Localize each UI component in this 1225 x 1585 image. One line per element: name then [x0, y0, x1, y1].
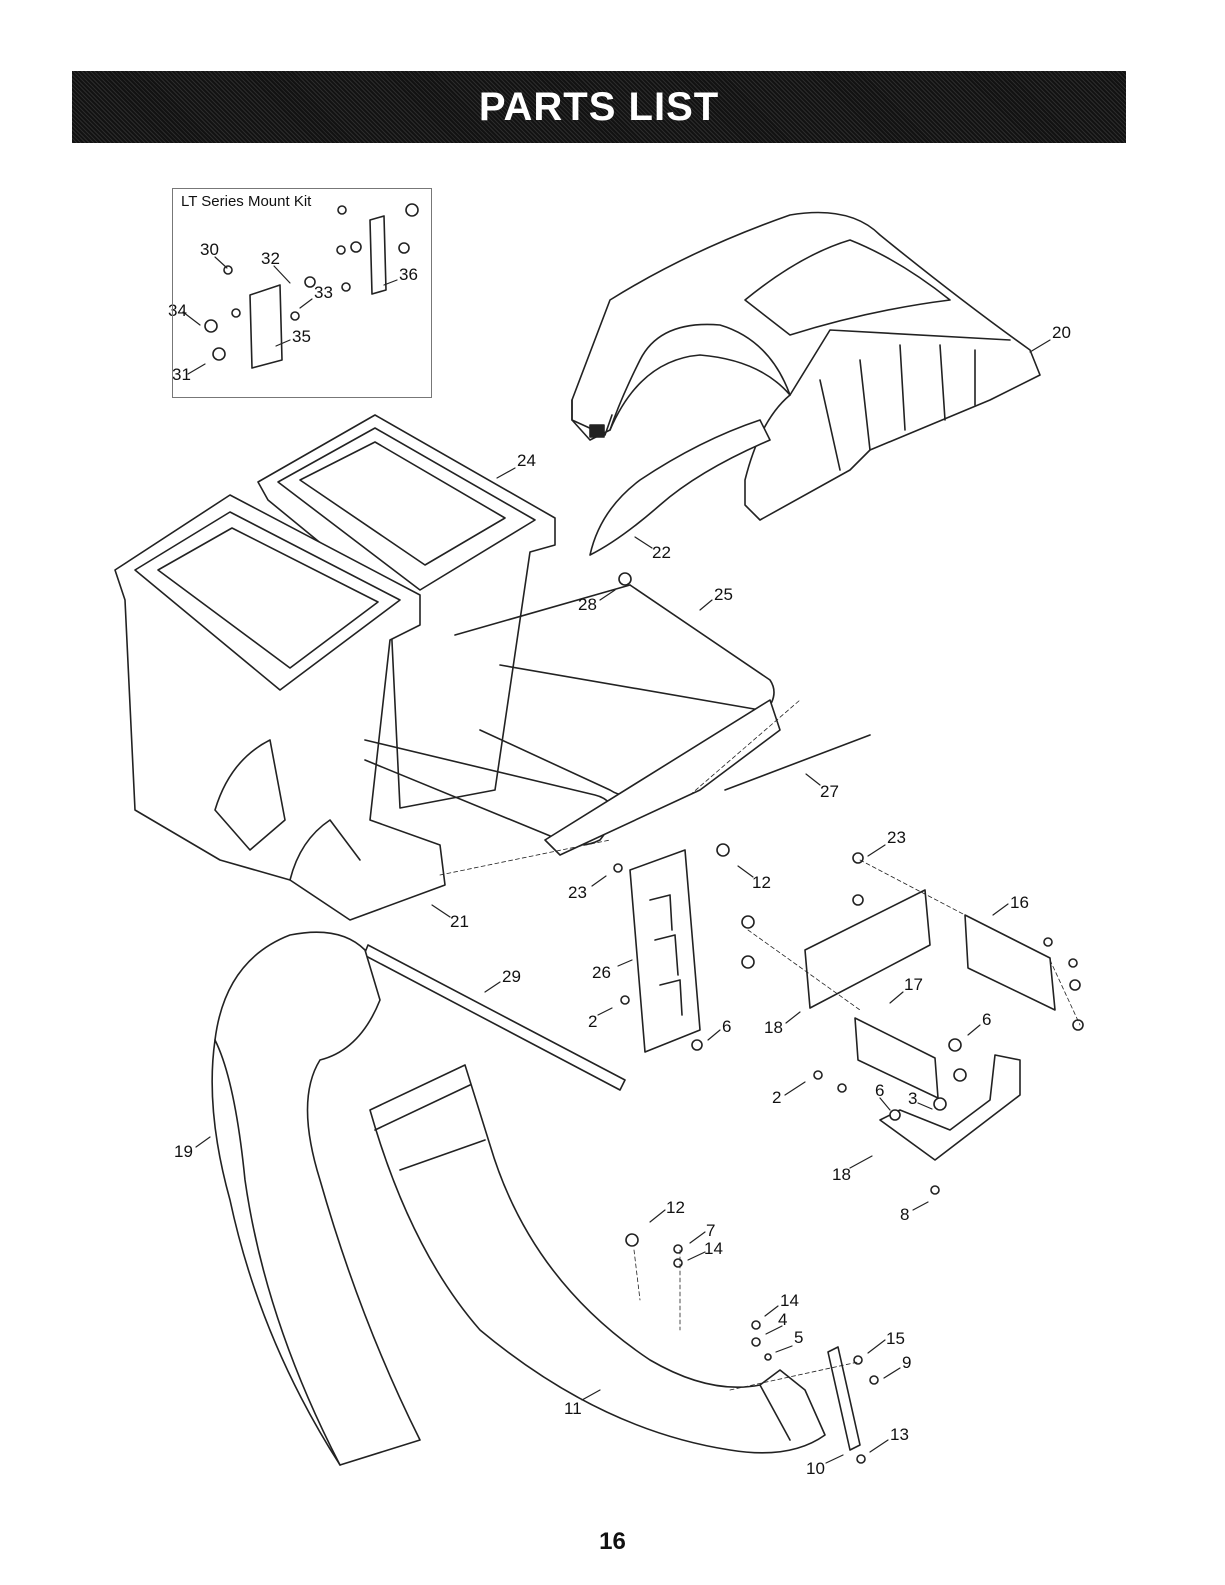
bracket-16-part — [965, 915, 1055, 1010]
callout-27: 27 — [820, 782, 839, 801]
callout-22: 22 — [652, 543, 671, 562]
chute-19-part — [212, 932, 420, 1465]
callout-6-right: 6 — [982, 1010, 991, 1029]
callout-14-top: 14 — [704, 1239, 723, 1258]
callout-26: 26 — [592, 963, 611, 982]
bag-cover-part — [572, 213, 1040, 521]
mount-kit-title: LT Series Mount Kit — [181, 193, 311, 210]
callout-12-top: 12 — [752, 873, 771, 892]
long-rod-part — [364, 945, 625, 1090]
callout-7: 7 — [706, 1221, 715, 1240]
callout-6-bottom: 6 — [875, 1081, 884, 1100]
bracket-17-part — [855, 1018, 938, 1098]
mount-kit-inset: LT Series Mount Kit — [172, 188, 432, 398]
chute-11-part — [370, 1065, 825, 1453]
callout-6-left: 6 — [722, 1017, 731, 1036]
callout-28: 28 — [578, 595, 597, 614]
callout-5: 5 — [794, 1328, 803, 1347]
callout-8: 8 — [900, 1205, 909, 1224]
callout-15: 15 — [886, 1329, 905, 1348]
callout-18-top: 18 — [764, 1018, 783, 1037]
callout-16: 16 — [1010, 893, 1029, 912]
callout-20: 20 — [1052, 323, 1071, 342]
callout-17: 17 — [904, 975, 923, 994]
callout-23-left: 23 — [568, 883, 587, 902]
callout-14-bottom: 14 — [780, 1291, 799, 1310]
callout-18-bottom: 18 — [832, 1165, 851, 1184]
callout-4: 4 — [778, 1310, 787, 1329]
callout-13: 13 — [890, 1425, 909, 1444]
callout-24: 24 — [517, 451, 536, 470]
page-number: 16 — [0, 1528, 1225, 1556]
callout-10: 10 — [806, 1459, 825, 1478]
callout-2-bottom: 2 — [772, 1088, 781, 1107]
callout-9: 9 — [902, 1353, 911, 1372]
deflector-part — [590, 420, 770, 555]
center-plate-part — [630, 850, 700, 1052]
callout-23-top: 23 — [887, 828, 906, 847]
callout-19: 19 — [174, 1142, 193, 1161]
callout-21: 21 — [450, 912, 469, 931]
callout-25: 25 — [714, 585, 733, 604]
callout-11: 11 — [564, 1399, 582, 1418]
callout-3: 3 — [908, 1089, 917, 1108]
callout-29: 29 — [502, 967, 521, 986]
frame-bracket-part — [545, 700, 780, 855]
callout-12-bottom: 12 — [666, 1198, 685, 1217]
callout-2-left: 2 — [588, 1012, 597, 1031]
